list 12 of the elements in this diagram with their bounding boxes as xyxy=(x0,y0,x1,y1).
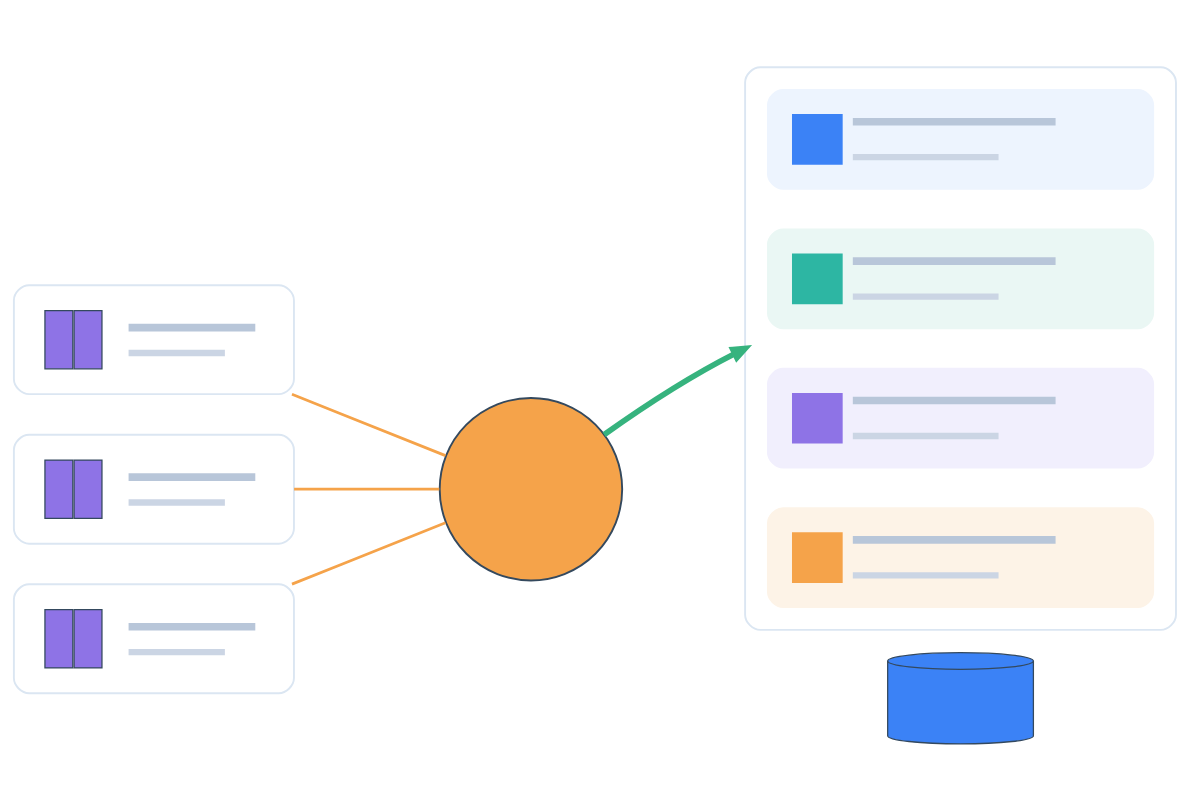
connector xyxy=(291,392,446,457)
arrow xyxy=(602,344,753,437)
connector xyxy=(294,487,440,491)
node-circle xyxy=(438,396,624,581)
node-box xyxy=(766,88,1155,190)
node-box xyxy=(12,283,295,395)
node-box xyxy=(766,506,1155,608)
node-box xyxy=(12,433,295,545)
node-box xyxy=(766,227,1155,329)
node-box xyxy=(766,367,1155,469)
connector xyxy=(291,521,446,585)
node-box xyxy=(12,582,295,694)
